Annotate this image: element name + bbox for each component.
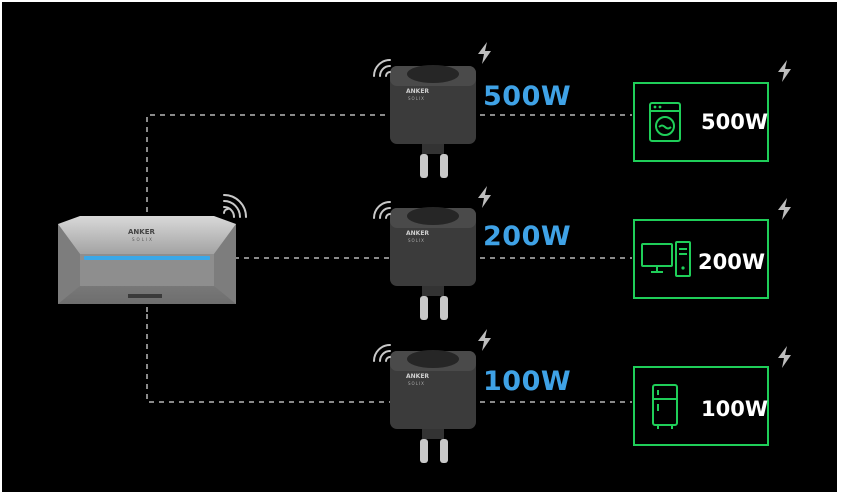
appliance-box-1: 500W [633, 82, 769, 162]
power-hub: ANKER SOLIX [58, 216, 236, 312]
smart-plug-1: ANKER SOLIX [386, 60, 486, 180]
hub-body [58, 216, 236, 304]
washing-machine-icon [649, 102, 681, 142]
refrigerator-icon [652, 384, 678, 429]
plug-1-watt: 500W [483, 81, 572, 112]
plug-brand: ANKER [406, 88, 430, 95]
appliance-box-3: 100W [633, 366, 769, 446]
appliance-1-bolt-icon [778, 60, 791, 82]
plug-3-watt: 100W [483, 366, 572, 397]
plug-brand-sub: SOLIX [408, 238, 425, 243]
appliance-3-bolt-icon [778, 346, 791, 368]
plug-1-bolt-icon [478, 42, 491, 64]
smart-plug-3: ANKER SOLIX [386, 345, 486, 465]
plug-brand-sub: SOLIX [408, 381, 425, 386]
hub-wifi-icon [223, 194, 247, 218]
connection-lines [146, 114, 632, 403]
plug-brand: ANKER [406, 373, 430, 380]
computer-icon [641, 241, 691, 277]
hub-light-bar [84, 256, 210, 260]
appliance-2-bolt-icon [778, 198, 791, 220]
appliance-1-watt: 500W [701, 110, 768, 134]
hub-brand-sub: SOLIX [132, 237, 154, 242]
smart-plug-2: ANKER SOLIX [386, 202, 486, 322]
plug-2-wifi-icon [373, 201, 391, 219]
plug-body [390, 350, 476, 463]
hub-to-plug-3-line [146, 314, 390, 403]
plug-body [390, 207, 476, 320]
appliance-2-watt: 200W [698, 250, 765, 274]
hub-brand-logo: ANKER [128, 228, 155, 236]
plug-body [390, 65, 476, 178]
plug-3-wifi-icon [373, 344, 391, 362]
plug-2-bolt-icon [478, 186, 491, 208]
plug-1-wifi-icon [373, 59, 391, 77]
plug-2-watt: 200W [483, 221, 572, 252]
plug-3-bolt-icon [478, 329, 491, 351]
appliance-3-watt: 100W [701, 397, 768, 421]
diagram-canvas: ANKER SOLIX ANKER SOLIX 50 [2, 2, 837, 492]
appliance-box-2: 200W [633, 219, 769, 299]
plug-brand-sub: SOLIX [408, 96, 425, 101]
plug-brand: ANKER [406, 230, 430, 237]
